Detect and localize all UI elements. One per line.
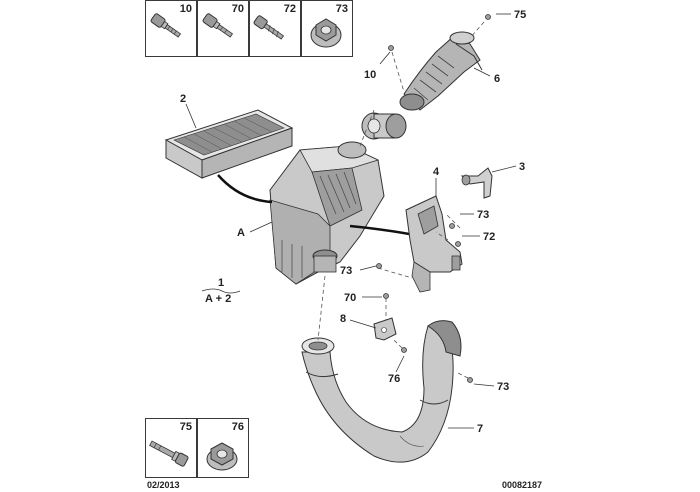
- filter-lead-line: [217, 174, 273, 204]
- callout-73-duct: 73: [497, 381, 509, 393]
- hardware-box-73: 73: [301, 0, 353, 57]
- hardware-label-75: 75: [179, 421, 192, 433]
- callout-73-bracket: 73: [477, 209, 489, 221]
- callout-75: 75: [514, 9, 526, 21]
- hardware-box-70: 70: [197, 0, 249, 57]
- kit-tilde: [201, 288, 241, 294]
- hardware-box-72: 72: [249, 0, 301, 57]
- kit-formula-text: A + 2: [205, 293, 231, 305]
- callout-3: 3: [519, 161, 525, 173]
- mounting-bracket: [405, 195, 463, 293]
- hardware-box-10: 10: [145, 0, 197, 57]
- callout-8: 8: [340, 313, 346, 325]
- callout-76: 76: [388, 373, 400, 385]
- callout-7: 7: [477, 423, 483, 435]
- hardware-label-70: 70: [231, 3, 244, 15]
- bolt-icon: [202, 13, 234, 38]
- flange-nut-icon: [310, 18, 342, 48]
- alignment-lines: [317, 21, 485, 379]
- hardware-label-72: 72: [283, 3, 296, 15]
- callout-2: 2: [180, 93, 186, 105]
- bolt-icon: [149, 440, 189, 467]
- hardware-box-76: 76: [197, 418, 249, 478]
- callout-6: 6: [494, 73, 500, 85]
- fasteners: [376, 14, 491, 383]
- support-bracket: [460, 167, 493, 199]
- intake-hose: [399, 31, 483, 111]
- callout-70: 70: [344, 292, 356, 304]
- callout-4: 4: [433, 166, 440, 178]
- airflow-sensor: [361, 112, 407, 140]
- flange-nut-icon: [206, 442, 238, 471]
- air-filter-housing: [269, 141, 385, 285]
- air-filter-element: [164, 103, 294, 179]
- leader-lines: [249, 13, 517, 429]
- kit-number: 1: [218, 277, 224, 289]
- callout-10: 10: [364, 69, 376, 81]
- kit-formula: 1 A + 2: [201, 277, 241, 305]
- screw-icon: [253, 15, 285, 40]
- hardware-label-76: 76: [231, 421, 244, 433]
- callout-73-housing: 73: [340, 265, 352, 277]
- callout-A: A: [237, 227, 245, 239]
- hardware-label-73: 73: [335, 3, 348, 15]
- callout-72: 72: [483, 231, 495, 243]
- hardware-box-75: 75: [145, 418, 197, 478]
- bolt-icon: [150, 13, 182, 38]
- footer-date: 02/2013: [147, 480, 180, 490]
- lower-air-duct: [301, 320, 462, 463]
- footer-reference: 00082187: [502, 480, 543, 490]
- small-bracket: [373, 317, 397, 341]
- hardware-label-10: 10: [179, 3, 192, 15]
